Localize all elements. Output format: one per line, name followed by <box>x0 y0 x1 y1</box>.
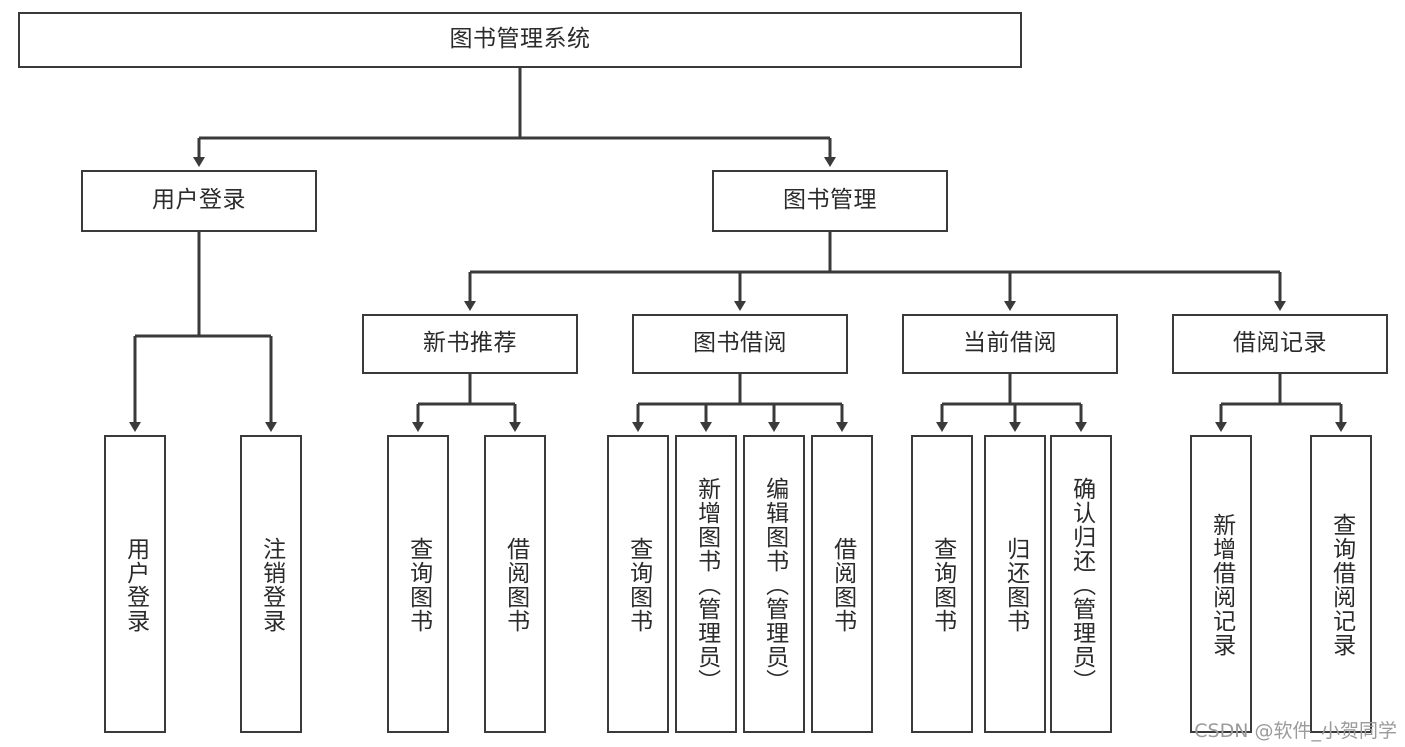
leaf-borrow-book-new-label: 借阅图书 <box>502 537 529 633</box>
connector-group-borrow <box>632 374 848 432</box>
leaf-confirm-return-admin-label: 确认归还（管理员） <box>1068 477 1095 693</box>
leaf-edit-book-admin-label: 编辑图书（管理员） <box>761 477 788 693</box>
node-new-book-recommend-label: 新书推荐 <box>423 330 517 357</box>
leaf-query-book-borrow[interactable]: 查询图书 <box>607 435 669 733</box>
leaf-user-login[interactable]: 用户登录 <box>104 435 166 733</box>
node-current-borrow-label: 当前借阅 <box>963 330 1057 357</box>
leaf-query-book-current-label: 查询图书 <box>929 537 956 633</box>
node-book-management-label: 图书管理 <box>783 187 877 214</box>
node-new-book-recommend[interactable]: 新书推荐 <box>362 314 578 374</box>
connector-group-new-book <box>412 374 521 432</box>
leaf-borrow-book-label: 借阅图书 <box>829 537 856 633</box>
leaf-borrow-book-new[interactable]: 借阅图书 <box>484 435 546 733</box>
connector-group-borrow-record <box>1215 374 1347 432</box>
connector-group-book-manage <box>464 232 1286 311</box>
leaf-query-book-borrow-label: 查询图书 <box>625 537 652 633</box>
leaf-add-borrow-record-label: 新增借阅记录 <box>1208 513 1235 657</box>
connector-group-current-borrow <box>936 374 1087 432</box>
leaf-return-book[interactable]: 归还图书 <box>984 435 1046 733</box>
leaf-user-login-label: 用户登录 <box>122 537 149 633</box>
node-borrow-record[interactable]: 借阅记录 <box>1172 314 1388 374</box>
leaf-borrow-book[interactable]: 借阅图书 <box>811 435 873 733</box>
leaf-query-book-new[interactable]: 查询图书 <box>387 435 449 733</box>
node-root-label: 图书管理系统 <box>449 26 591 53</box>
leaf-query-book-current[interactable]: 查询图书 <box>911 435 973 733</box>
leaf-query-borrow-record-label: 查询借阅记录 <box>1328 513 1355 657</box>
node-book-management[interactable]: 图书管理 <box>712 170 948 232</box>
node-book-borrow[interactable]: 图书借阅 <box>632 314 848 374</box>
connector-group-root <box>193 68 836 167</box>
leaf-query-borrow-record[interactable]: 查询借阅记录 <box>1310 435 1372 733</box>
leaf-query-book-new-label: 查询图书 <box>405 537 432 633</box>
leaf-add-book-admin-label: 新增图书（管理员） <box>693 477 720 693</box>
connector-group-user-login <box>129 232 277 432</box>
leaf-edit-book-admin[interactable]: 编辑图书（管理员） <box>743 435 805 733</box>
leaf-add-borrow-record[interactable]: 新增借阅记录 <box>1190 435 1252 733</box>
leaf-user-logout-label: 注销登录 <box>258 537 285 633</box>
leaf-return-book-label: 归还图书 <box>1002 537 1029 633</box>
node-current-borrow[interactable]: 当前借阅 <box>902 314 1118 374</box>
node-root-system[interactable]: 图书管理系统 <box>18 12 1022 68</box>
node-user-login-label: 用户登录 <box>152 187 246 214</box>
node-borrow-record-label: 借阅记录 <box>1233 330 1327 357</box>
node-user-login[interactable]: 用户登录 <box>81 170 317 232</box>
leaf-confirm-return-admin[interactable]: 确认归还（管理员） <box>1050 435 1112 733</box>
node-book-borrow-label: 图书借阅 <box>693 330 787 357</box>
leaf-add-book-admin[interactable]: 新增图书（管理员） <box>675 435 737 733</box>
leaf-user-logout[interactable]: 注销登录 <box>240 435 302 733</box>
